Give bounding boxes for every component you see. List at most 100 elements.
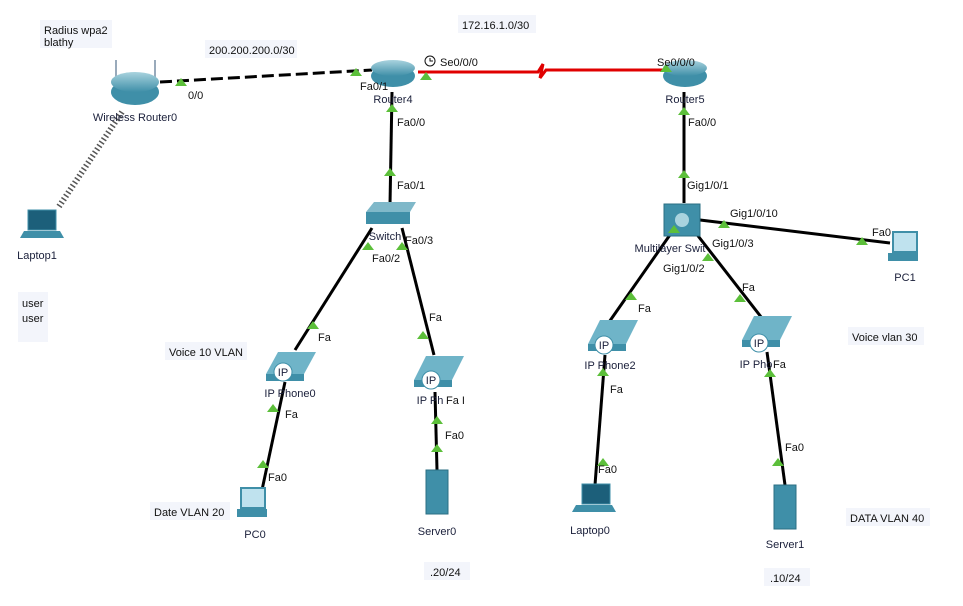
port-label: Fa bbox=[285, 409, 299, 421]
svg-text:Voice vlan 30: Voice vlan 30 bbox=[852, 332, 917, 344]
port-label: Fa0 bbox=[268, 472, 287, 484]
port-up-icon bbox=[420, 72, 432, 80]
port-up-icon bbox=[396, 242, 408, 250]
device-laptop0[interactable]: Laptop0 bbox=[570, 483, 616, 537]
device-router5[interactable]: Router5 bbox=[663, 60, 707, 106]
svg-text:IP: IP bbox=[599, 340, 609, 352]
port-up-icon bbox=[362, 242, 374, 250]
port-up-icon bbox=[350, 68, 362, 76]
port-label: Gig1/0/1 bbox=[687, 180, 729, 192]
device-server0[interactable]: Server0 bbox=[418, 469, 457, 538]
port-label: Fa0 bbox=[785, 442, 804, 454]
note-user: user user bbox=[18, 292, 48, 342]
link-phone2-laptop0[interactable] bbox=[593, 354, 607, 486]
port-up-icon bbox=[718, 220, 730, 228]
port-label: Fa0/3 bbox=[405, 235, 433, 247]
svg-text:Date VLAN 20: Date VLAN 20 bbox=[154, 507, 224, 519]
svg-text:Wireless Router0: Wireless Router0 bbox=[93, 112, 177, 124]
svg-text:Server1: Server1 bbox=[766, 539, 805, 551]
port-label: Fa bbox=[429, 312, 443, 324]
link-wr0-router4[interactable] bbox=[159, 68, 373, 84]
device-server1[interactable]: Server1 bbox=[766, 484, 805, 551]
port-up-icon bbox=[597, 368, 609, 376]
port-up-icon bbox=[431, 416, 443, 424]
port-label: Fa bbox=[742, 282, 756, 294]
svg-text:IP Phone2: IP Phone2 bbox=[584, 360, 635, 372]
svg-text:Multilayer Swit: Multilayer Swit bbox=[635, 243, 706, 255]
links bbox=[55, 63, 891, 491]
port-label: Fa bbox=[638, 303, 652, 315]
port-label: Gig1/0/10 bbox=[730, 208, 778, 220]
port-label: 0/0 bbox=[188, 90, 203, 102]
link-mls-pc1[interactable] bbox=[699, 218, 891, 245]
link-serial-router4-router5[interactable] bbox=[418, 63, 665, 79]
svg-text:user: user bbox=[22, 313, 44, 325]
svg-text:blathy: blathy bbox=[44, 37, 74, 49]
note-net10: .10/24 bbox=[764, 568, 810, 586]
svg-text:.10/24: .10/24 bbox=[770, 573, 801, 585]
device-ip-phone0[interactable]: IP IP Phone0 bbox=[264, 352, 316, 400]
svg-text:PC1: PC1 bbox=[894, 272, 915, 284]
clock-icon bbox=[424, 55, 436, 67]
port-label: Fa I bbox=[446, 395, 465, 407]
port-labels: 0/0 Fa0/1 Se0/0/0 Se0/0/0 Fa0/0 Fa0/1 Fa… bbox=[188, 57, 891, 484]
port-label: Fa0/0 bbox=[688, 117, 716, 129]
svg-text:Router4: Router4 bbox=[373, 94, 412, 106]
note-serial-net: 172.16.1.0/30 bbox=[458, 15, 536, 33]
note-data20: Date VLAN 20 bbox=[150, 502, 230, 520]
port-up-icon bbox=[417, 331, 429, 339]
port-status-indicators bbox=[175, 64, 868, 468]
device-ip-phone1[interactable]: IP IP Ph bbox=[414, 356, 464, 407]
port-label: Fa0/1 bbox=[360, 81, 388, 93]
svg-text:Laptop0: Laptop0 bbox=[570, 525, 610, 537]
port-label: Fa bbox=[318, 332, 332, 344]
port-label: Fa0/1 bbox=[397, 180, 425, 192]
svg-text:Radius wpa2: Radius wpa2 bbox=[44, 25, 108, 37]
port-up-icon bbox=[678, 107, 690, 115]
port-up-icon bbox=[678, 170, 690, 178]
port-up-icon bbox=[257, 460, 269, 468]
svg-text:IP: IP bbox=[754, 338, 764, 350]
port-up-icon bbox=[431, 444, 443, 452]
link-phone1-server0[interactable] bbox=[433, 391, 439, 471]
port-label: Fa0 bbox=[598, 464, 617, 476]
port-up-icon bbox=[856, 237, 868, 245]
svg-text:Server0: Server0 bbox=[418, 526, 457, 538]
link-mls-phone2[interactable] bbox=[605, 231, 674, 326]
svg-text:IP Phone0: IP Phone0 bbox=[264, 388, 315, 400]
svg-text:user: user bbox=[22, 298, 44, 310]
note-data40: DATA VLAN 40 bbox=[846, 508, 930, 526]
svg-text:Laptop1: Laptop1 bbox=[17, 250, 57, 262]
link-switch-phone1[interactable] bbox=[400, 227, 436, 356]
note-wan-net: 200.200.200.0/30 bbox=[205, 40, 297, 58]
svg-text:DATA VLAN 40: DATA VLAN 40 bbox=[850, 513, 924, 525]
link-phone0-pc0[interactable] bbox=[260, 381, 287, 491]
note-net20: .20/24 bbox=[424, 562, 470, 580]
port-up-icon bbox=[660, 64, 672, 72]
device-ip-phone3[interactable]: IP IP Pho bbox=[740, 316, 792, 371]
device-pc0[interactable]: PC0 bbox=[237, 487, 267, 541]
device-pc1[interactable]: PC1 bbox=[888, 231, 918, 284]
svg-text:Switch: Switch bbox=[369, 231, 401, 243]
svg-text:IP: IP bbox=[426, 375, 436, 387]
device-wireless-router0[interactable]: Wireless Router0 bbox=[93, 60, 177, 124]
svg-text:200.200.200.0/30: 200.200.200.0/30 bbox=[209, 45, 295, 57]
port-up-icon bbox=[175, 78, 187, 86]
port-label: Fa bbox=[773, 359, 787, 371]
port-up-icon bbox=[734, 294, 746, 302]
device-router4[interactable]: Router4 bbox=[371, 60, 415, 106]
port-label: Se0/0/0 bbox=[440, 57, 478, 69]
link-mls-phone3[interactable] bbox=[693, 231, 767, 323]
port-up-icon bbox=[772, 458, 784, 466]
device-ip-phone2[interactable]: IP IP Phone2 bbox=[584, 320, 638, 372]
svg-text:.20/24: .20/24 bbox=[430, 567, 461, 579]
link-switch-phone0[interactable] bbox=[293, 227, 374, 351]
port-label: Gig1/0/2 bbox=[663, 263, 705, 275]
svg-text:PC0: PC0 bbox=[244, 529, 265, 541]
note-voice30: Voice vlan 30 bbox=[848, 327, 924, 345]
link-wireless-laptop1[interactable] bbox=[55, 110, 125, 210]
device-multilayer-switch[interactable]: Multilayer Swit bbox=[635, 203, 706, 255]
device-switch[interactable]: Switch bbox=[366, 202, 416, 243]
device-laptop1[interactable]: Laptop1 bbox=[17, 209, 64, 262]
